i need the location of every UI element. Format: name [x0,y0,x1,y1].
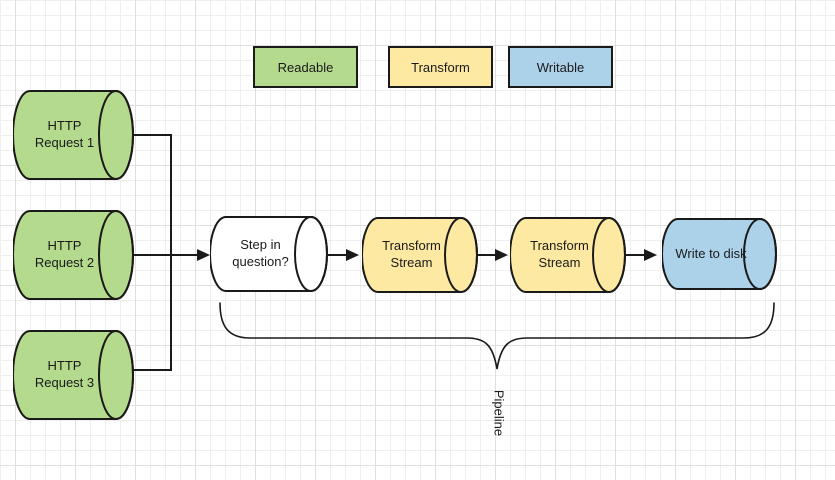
node-label: Transform Stream [382,238,441,270]
cylinder-shape [662,218,777,290]
legend-readable-label: Readable [277,59,334,75]
cylinder-cap [294,216,328,292]
cylinder-shape [13,210,134,300]
cylinder-shape [510,217,626,293]
node-http-request-3[interactable]: HTTP Request 3 [13,330,134,420]
cylinder-shape [13,90,134,180]
cylinder-shape [362,217,478,293]
legend-writable[interactable]: Writable [508,46,613,88]
node-label: HTTP Request 3 [34,358,95,390]
node-http-request-2[interactable]: HTTP Request 2 [13,210,134,300]
arrowhead-transform2-to-write [644,249,657,261]
legend-transform-label: Transform [411,59,470,75]
arrowhead-requests-to-step [197,249,210,261]
node-step-in-question[interactable]: Step in question? [210,216,328,292]
cylinder-shape [210,216,328,292]
cylinder-cap [743,218,777,290]
legend-readable[interactable]: Readable [253,46,358,88]
node-transform-stream-2[interactable]: Transform Stream [510,217,626,293]
node-http-request-1[interactable]: HTTP Request 1 [13,90,134,180]
connector-merge-requests[interactable] [134,134,172,371]
legend-transform[interactable]: Transform [388,46,493,88]
pipeline-brace-label: Pipeline [491,389,507,437]
node-label: HTTP Request 2 [34,238,95,270]
node-label: HTTP Request 1 [34,118,95,150]
cylinder-cap [98,330,134,420]
node-transform-stream-1[interactable]: Transform Stream [362,217,478,293]
node-label: Transform Stream [530,238,589,270]
arrowhead-step-to-transform1 [346,249,359,261]
cylinder-cap [98,90,134,180]
legend-writable-label: Writable [536,59,585,75]
arrowhead-transform1-to-transform2 [495,249,508,261]
cylinder-cap [444,217,478,293]
node-label: Step in question? [232,237,289,269]
cylinder-shape [13,330,134,420]
cylinder-cap [98,210,134,300]
node-label: Write to disk [675,245,747,261]
node-write-to-disk[interactable]: Write to disk [662,218,777,290]
cylinder-cap [592,217,626,293]
pipeline-brace[interactable] [219,302,775,370]
